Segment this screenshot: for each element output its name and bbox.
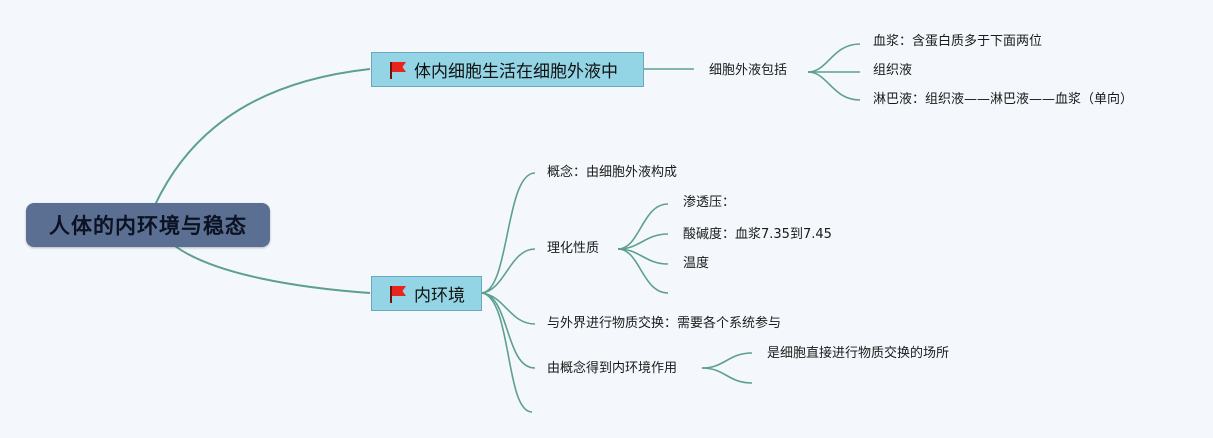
- connector-root-t2: [174, 245, 371, 294]
- topic-label: 内环境: [414, 286, 465, 306]
- connector-physchem-osmotic: [617, 203, 669, 250]
- red-flag-icon: [390, 285, 406, 303]
- node-tissue-fluid[interactable]: 组织液: [873, 63, 913, 78]
- topic-cells-in-extracellular-fluid[interactable]: 体内细胞生活在细胞外液中: [371, 52, 644, 87]
- node-concept[interactable]: 概念：由细胞外液构成: [547, 165, 678, 180]
- node-lymph[interactable]: 淋巴液：组织液——淋巴液——血浆（单向）: [873, 92, 1134, 107]
- connector-include-plasma: [807, 43, 861, 73]
- node-plasma[interactable]: 血浆：含蛋白质多于下面两位: [873, 34, 1043, 49]
- node-osmotic-pressure[interactable]: 渗透压：: [683, 195, 736, 210]
- connector-root-t1: [154, 68, 371, 206]
- node-material-exchange[interactable]: 与外界进行物质交换：需要各个系统参与: [547, 316, 782, 331]
- node-exchange-place[interactable]: 是细胞直接进行物质交换的场所: [767, 346, 950, 361]
- connector-t2-role: [481, 292, 536, 369]
- node-ph[interactable]: 酸碱度：血浆7.35到7.45: [683, 227, 832, 242]
- connector-role-place: [701, 352, 753, 369]
- node-role-from-concept[interactable]: 由概念得到内环境作用: [547, 361, 678, 376]
- topic-label: 体内细胞生活在细胞外液中: [414, 62, 618, 82]
- connector-t2-empty: [481, 292, 533, 413]
- red-flag-icon: [390, 61, 406, 79]
- connector-role-empty: [701, 367, 753, 384]
- node-physicochemical-properties[interactable]: 理化性质: [547, 241, 600, 256]
- root-topic-label: 人体的内环境与稳态: [49, 214, 247, 238]
- connector-physchem-empty: [617, 248, 669, 294]
- root-topic[interactable]: 人体的内环境与稳态: [26, 203, 270, 247]
- topic-internal-environment[interactable]: 内环境: [371, 276, 482, 311]
- node-extracellular-fluid-includes[interactable]: 细胞外液包括: [709, 63, 788, 78]
- node-temperature[interactable]: 温度: [683, 256, 710, 271]
- connector-t2-physchem: [481, 248, 536, 294]
- connector-t2-concept: [481, 172, 536, 294]
- connector-include-lymph: [807, 71, 861, 101]
